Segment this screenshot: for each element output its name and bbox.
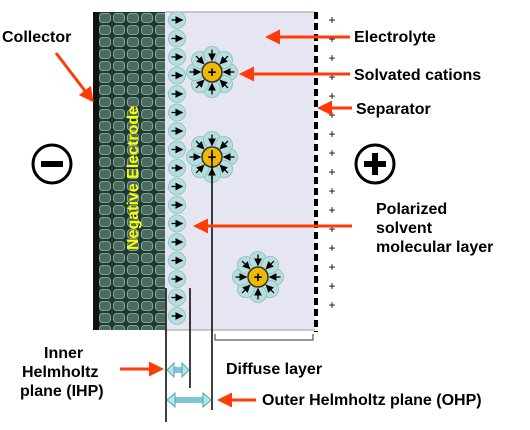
collector-arrow <box>54 52 94 103</box>
dipole-arrow <box>219 140 229 150</box>
separator-plus-sign: + <box>328 70 335 84</box>
dipole-arrow <box>195 164 205 174</box>
diffuse-layer-label: Diffuse layer <box>226 361 322 378</box>
solvent-molecule <box>168 85 186 103</box>
collector-bar <box>93 12 99 330</box>
polarized-label-line2: solvent <box>376 220 433 237</box>
dipole-arrow <box>265 260 275 270</box>
negative-electrode-label: Negative Electrode <box>125 106 142 250</box>
dipole-arrow <box>265 284 275 294</box>
dipole-arrow <box>195 140 205 150</box>
dipole-arrow <box>219 79 229 89</box>
solvated-cation: + <box>186 46 238 98</box>
ihp-arrow-right-head <box>181 361 190 379</box>
separator-plus-sign: + <box>328 13 335 27</box>
solvent-molecule <box>168 11 186 29</box>
separator-plus-sign: + <box>328 222 335 236</box>
polarized-solvent-layer <box>168 11 186 325</box>
minus-circle-icon <box>31 143 73 185</box>
dipole-arrow <box>219 164 229 174</box>
separator-plus-sign: + <box>328 32 335 46</box>
solvent-molecule <box>261 256 279 274</box>
ihp-label-line3: plane (IHP) <box>20 383 104 400</box>
diffuse-layer-bracket <box>214 334 314 341</box>
separator-plus-sign: + <box>328 89 335 103</box>
solvent-molecule <box>168 214 186 233</box>
solvent-molecule <box>168 29 186 48</box>
dipole-arrow <box>195 55 205 65</box>
separator-plus-signs: + + + + + + + + + + + + + + + + <box>328 13 335 312</box>
dipole-arrow <box>241 284 251 294</box>
separator-label: Separator <box>356 101 431 118</box>
solvated-cation: + <box>232 251 284 303</box>
solvent-molecule <box>168 251 186 270</box>
separator-plus-sign: + <box>328 127 335 141</box>
solvent-molecule <box>168 122 186 140</box>
solvent-molecule <box>168 177 186 196</box>
solvent-molecule <box>168 233 186 251</box>
solvated-cations-label: Solvated cations <box>354 67 481 84</box>
solvent-molecule <box>168 48 186 66</box>
separator-plus-sign: + <box>328 279 335 293</box>
ohp-label: Outer Helmholtz plane (OHP) <box>262 392 482 409</box>
separator-plus-sign: + <box>328 165 335 179</box>
separator-plus-sign: + <box>328 203 335 217</box>
solvent-molecule <box>168 288 186 307</box>
cation-sign: + <box>208 64 217 81</box>
dipole-arrow <box>219 55 229 65</box>
cation-core <box>247 266 269 288</box>
ihp-label-line1: Inner <box>44 345 83 362</box>
solvent-molecule <box>168 270 186 288</box>
polarized-label-line1: Polarized <box>376 201 447 218</box>
separator-plus-sign: + <box>328 108 335 122</box>
solvent-molecule <box>168 307 186 325</box>
plus-circle-icon <box>354 143 396 185</box>
separator-plus-sign: + <box>328 298 335 312</box>
cation-core <box>201 61 223 83</box>
ihp-label-line2: Helmholtz <box>22 364 98 381</box>
solvent-molecule <box>215 136 233 154</box>
collector-label: Collector <box>2 29 71 46</box>
negative-electrode <box>98 12 165 330</box>
dipole-arrow <box>195 79 205 89</box>
separator-plus-sign: + <box>328 260 335 274</box>
solvent-molecule <box>168 66 186 85</box>
separator-plus-sign: + <box>328 241 335 255</box>
solvent-molecule <box>215 51 233 69</box>
solvent-molecule <box>168 196 186 214</box>
ohp-arrow-left-head <box>166 391 176 409</box>
ohp-arrow-right-head <box>202 391 212 409</box>
solvent-molecule <box>168 140 186 159</box>
separator-plus-sign: + <box>328 184 335 198</box>
solvent-molecule <box>168 159 186 177</box>
electrolyte-label: Electrolyte <box>354 29 436 46</box>
ihp-arrow-left-head <box>166 361 175 379</box>
dipole-arrow <box>241 260 251 270</box>
solvent-molecule <box>168 103 186 122</box>
cation-sign: + <box>254 269 263 286</box>
separator-plus-sign: + <box>328 146 335 160</box>
polarized-label-line3: molecular layer <box>376 239 493 256</box>
separator-plus-sign: + <box>328 51 335 65</box>
